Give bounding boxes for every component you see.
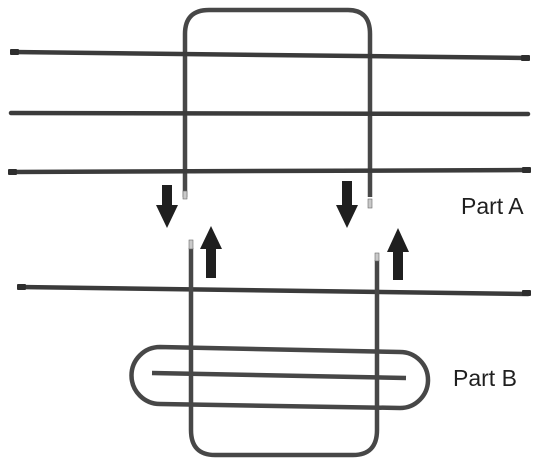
- part-b-inner-bar: [151, 370, 407, 381]
- part-a-right-pin: [367, 198, 373, 209]
- part-b-oval-loop: [129, 344, 431, 411]
- part-a-left-pin: [182, 190, 188, 200]
- part-a-rod-3: [8, 167, 531, 175]
- part-b-assembly: [17, 239, 531, 458]
- arrow-up-icon: [200, 226, 222, 278]
- part-a-frame: [182, 7, 373, 197]
- part-b-frame: [188, 248, 380, 458]
- part-a-assembly: [8, 7, 531, 209]
- part-a-label: Part A: [461, 193, 524, 219]
- part-b-label: Part B: [453, 365, 517, 391]
- part-a-rod-1: [10, 49, 530, 61]
- part-b-rod: [17, 284, 531, 297]
- part-a-rod-2: [8, 110, 531, 117]
- part-b-right-pin: [374, 252, 380, 262]
- arrow-down-icon: [336, 181, 358, 228]
- part-b-left-pin: [188, 239, 194, 250]
- arrow-up-icon: [387, 228, 409, 280]
- arrow-down-icon: [156, 185, 178, 228]
